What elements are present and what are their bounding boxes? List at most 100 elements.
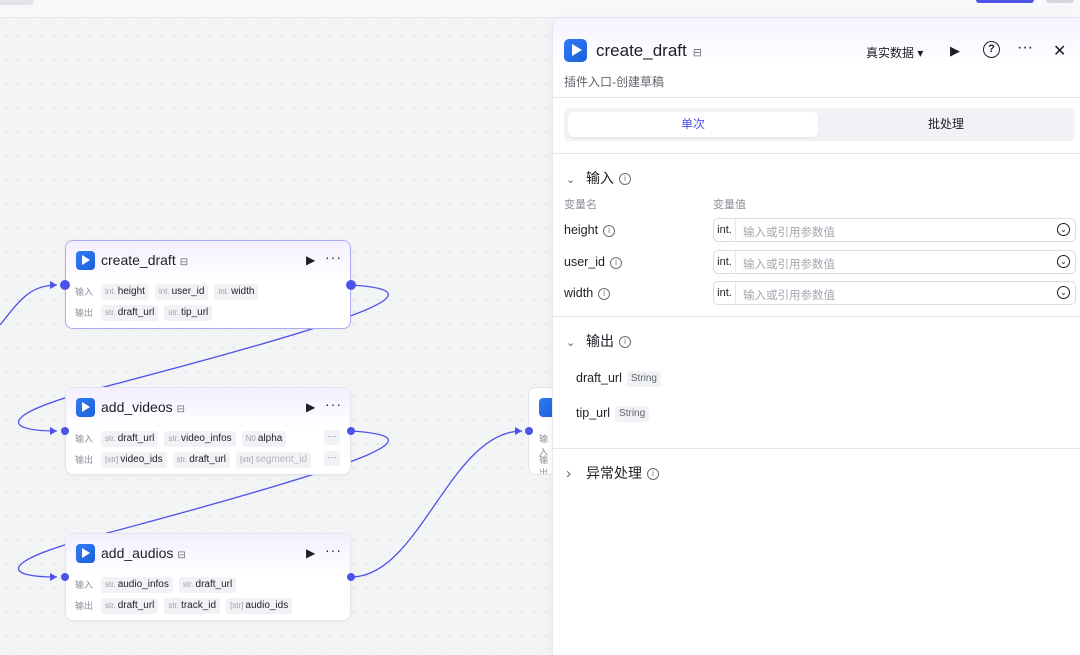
input-tag: str.audio_infos [101, 576, 173, 593]
type-label: [str] [105, 455, 119, 464]
node-header: create_draft⊟ ▶ ··· [66, 241, 350, 281]
section-title: 输入 [586, 170, 614, 186]
output-row-label: 输出 [75, 308, 94, 318]
type-label: str. [105, 601, 116, 610]
output-row-label: 输出 [539, 455, 549, 475]
placeholder: 输入或引用参数值 [743, 259, 835, 271]
param-name: width [231, 286, 255, 297]
tab-batch[interactable]: 批处理 [927, 117, 964, 131]
output-port[interactable] [347, 427, 355, 435]
reference-variable-icon[interactable]: ⌄ [1057, 255, 1070, 268]
node-test-panel: create_draft ⊟ 插件入口-创建草稿 真实数据 ▾ ▶ ? ··· ✕… [552, 18, 1080, 655]
plugin-logo-icon [539, 398, 553, 417]
type-label: int. [714, 251, 736, 273]
param-name: draft_url [117, 600, 155, 611]
param-name: tip_url [181, 307, 209, 318]
more-inputs-button[interactable]: ··· [324, 430, 340, 445]
info-icon: i [647, 468, 659, 481]
plugin-logo-icon [76, 251, 95, 270]
param-name: audio_ids [245, 600, 289, 611]
node-output-row: 输出 [str]video_ids str.draft_url [str]seg… [66, 449, 350, 470]
param-name: segment_id [255, 454, 308, 465]
more-icon[interactable]: ··· [325, 396, 342, 412]
input-port[interactable] [525, 427, 533, 435]
run-icon[interactable]: ▶ [950, 43, 960, 58]
placeholder: 输入或引用参数值 [743, 290, 835, 302]
more-icon[interactable]: ··· [325, 249, 342, 265]
input-tag: int.user_id [154, 283, 209, 300]
plugin-badge-icon: ⊟ [176, 404, 186, 415]
run-node-icon[interactable]: ▶ [306, 253, 316, 267]
plugin-badge-icon: ⊟ [179, 257, 189, 268]
output-port[interactable] [347, 573, 355, 581]
input-row-label: 输入 [75, 580, 94, 590]
input-port[interactable] [61, 427, 69, 435]
type-label: N0 [245, 434, 256, 443]
output-tag: str.draft_url [101, 597, 159, 614]
type-label: str. [176, 455, 188, 464]
type-label: int. [218, 287, 230, 296]
param-name: alpha [257, 433, 283, 444]
input-port[interactable] [60, 280, 70, 290]
collapse-chevron-icon: › [566, 465, 571, 482]
param-value-field[interactable]: int. 输入或引用参数值 ⌄ [713, 250, 1076, 274]
param-name: video_infos [181, 433, 232, 444]
param-name: draft_url [189, 454, 226, 465]
output-type-badge: String [626, 371, 661, 387]
publish-button[interactable] [976, 0, 1034, 3]
plugin-badge-icon: ⊟ [692, 47, 702, 59]
type-label: str. [105, 580, 116, 589]
param-name: user_id [171, 286, 205, 297]
input-row-label: 输入 [539, 434, 549, 457]
input-port[interactable] [61, 573, 69, 581]
node-header: add_audios⊟ ▶ ··· [66, 534, 350, 574]
output-tag: str.draft_url [101, 304, 159, 321]
node-add-audios[interactable]: add_audios⊟ ▶ ··· 输入 str.audio_infos str… [65, 533, 351, 621]
panel-header: create_draft ⊟ 插件入口-创建草稿 真实数据 ▾ ▶ ? ··· ✕ [553, 18, 1080, 98]
param-value-field[interactable]: int. 输入或引用参数值 ⌄ [713, 218, 1076, 242]
output-port[interactable] [346, 280, 356, 290]
input-tag: int.height [101, 283, 149, 300]
type-label: int. [105, 287, 116, 296]
input-tag: int.width [214, 283, 259, 300]
tab-single[interactable]: 单次 [568, 112, 818, 137]
divider [553, 153, 1080, 154]
section-title: 输出 [586, 333, 614, 349]
run-node-icon[interactable]: ▶ [306, 400, 316, 414]
close-icon[interactable]: ✕ [1053, 43, 1067, 60]
column-header-value: 变量值 [713, 199, 746, 211]
reference-variable-icon[interactable]: ⌄ [1057, 223, 1070, 236]
toolbar-extra-button[interactable] [1046, 0, 1074, 3]
node-title: add_videos [101, 399, 173, 415]
input-tag: str.video_infos [164, 430, 236, 447]
data-mode-dropdown[interactable]: 真实数据 ▾ [866, 46, 924, 60]
node-create-draft[interactable]: create_draft⊟ ▶ ··· 输入 int.height int.us… [65, 240, 351, 329]
info-icon: i [598, 287, 611, 300]
panel-title: create_draft [596, 41, 687, 60]
type-label: str. [105, 308, 116, 317]
output-type-badge: String [615, 406, 650, 422]
panel-subtitle: 插件入口-创建草稿 [564, 75, 664, 89]
param-value-field[interactable]: int. 输入或引用参数值 ⌄ [713, 281, 1076, 305]
more-icon[interactable]: ··· [325, 542, 342, 558]
info-icon: i [603, 224, 616, 237]
node-add-videos[interactable]: add_videos⊟ ▶ ··· 输入 str.draft_url str.v… [65, 387, 351, 475]
type-label: int. [158, 287, 170, 296]
run-node-icon[interactable]: ▶ [306, 546, 316, 560]
help-icon[interactable]: ? [983, 41, 1000, 58]
node-input-row: 输入 int.height int.user_id int.width [66, 281, 350, 302]
type-label: str. [168, 434, 180, 443]
output-row-label: 输出 [75, 455, 94, 465]
more-outputs-button[interactable]: ··· [324, 451, 340, 466]
reference-variable-icon[interactable]: ⌄ [1057, 286, 1070, 299]
more-icon[interactable]: ··· [1017, 39, 1033, 56]
node-title: create_draft [101, 252, 176, 268]
type-label: int. [714, 219, 736, 241]
